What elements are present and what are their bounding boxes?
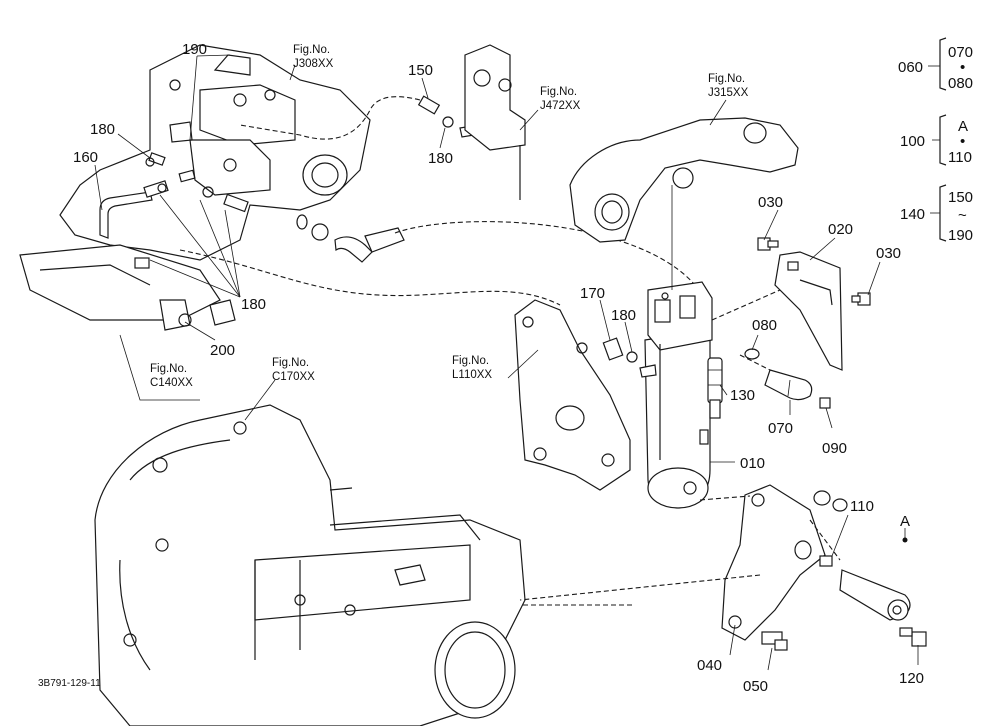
transmission-housing-drawing (94, 404, 526, 726)
fig-ref-c140-line2: C140XX (150, 377, 193, 389)
bolt-120 (899, 627, 927, 647)
lift-link-bracket-drawing (464, 44, 526, 200)
callout-120: 120 (899, 670, 924, 687)
lift-arm-drawing (569, 117, 799, 243)
snap-pin-180 (626, 351, 638, 363)
callout-180-left: 180 (90, 121, 115, 138)
legend-100-item-1: A (958, 118, 968, 135)
hose-line-main (394, 221, 706, 301)
legend-060-item-2: • (960, 59, 965, 76)
callout-180-bottom: 180 (241, 296, 266, 313)
pin-170 (602, 337, 624, 361)
fig-ref-j472-line1: Fig.No. (540, 86, 577, 98)
legend-140-item-3: 190 (948, 227, 973, 244)
fig-ref-j315-line1: Fig.No. (708, 73, 745, 85)
legend-140-item-1: 150 (948, 189, 973, 206)
fig-ref-j308-line1: Fig.No. (293, 44, 330, 56)
callout-180-top: 180 (428, 150, 453, 167)
fig-ref-c140-line1: Fig.No. (150, 363, 187, 375)
leader-lines (94, 54, 919, 671)
callout-180-cylinder: 180 (611, 307, 636, 324)
callout-130: 130 (730, 387, 755, 404)
legend-braces (928, 37, 947, 242)
legend-100-item-2: • (960, 133, 965, 150)
callout-200: 200 (210, 342, 235, 359)
fig-ref-c170-line2: C170XX (272, 371, 315, 383)
fig-ref-j308-line2: J308XX (293, 58, 334, 70)
legend-140-key: 140 (900, 206, 925, 223)
lower-bracket-040-drawing (721, 484, 826, 641)
legend-100-item-3: 110 (948, 149, 972, 166)
callout-030-left: 030 (758, 194, 783, 211)
clip-180 (639, 364, 657, 378)
guard-bracket-020-drawing (774, 251, 843, 371)
callout-190: 190 (182, 41, 207, 58)
callout-050: 050 (743, 678, 768, 695)
ref-a-dot (902, 537, 908, 543)
callout-090: 090 (822, 440, 847, 457)
hydraulic-valve-block-drawing (19, 44, 371, 331)
callout-040: 040 (697, 657, 722, 674)
pin-a-drawing (839, 569, 911, 621)
bolt-030-right (851, 292, 871, 306)
grease-nipple-110 (819, 555, 833, 567)
fig-ref-l110-line1: Fig.No. (452, 355, 489, 367)
hose-line-upper (239, 96, 421, 140)
fig-ref-j315-line2: J315XX (708, 87, 749, 99)
callout-010: 010 (740, 455, 765, 472)
document-code: 3B791-129-11 (38, 678, 101, 689)
legend-140-item-2: ~ (958, 207, 967, 224)
legend-060-item-3: 080 (948, 75, 973, 92)
washer-a (813, 490, 831, 506)
callout-170: 170 (580, 285, 605, 302)
valve-fittings-drawing (99, 95, 475, 269)
hose-line-lower (179, 249, 561, 306)
callout-110: 110 (850, 498, 874, 515)
callout-a: A (900, 513, 910, 530)
callout-150: 150 (408, 62, 433, 79)
bolt-090 (819, 397, 831, 409)
bolt-050 (761, 631, 788, 651)
callout-070: 070 (768, 420, 793, 437)
callout-160: 160 (73, 149, 98, 166)
pin-070-drawing (764, 369, 813, 401)
hydraulic-cylinder-drawing (644, 185, 713, 509)
washer-b (832, 498, 848, 512)
fig-ref-j472-line2: J472XX (540, 100, 581, 112)
fig-ref-c170-line1: Fig.No. (272, 357, 309, 369)
hose-fitting-130-drawing (707, 357, 723, 419)
collar-080 (744, 348, 760, 360)
legend-060-item-1: 070 (948, 44, 973, 61)
mount-plate-l110-drawing (514, 299, 631, 491)
legend-100-key: 100 (900, 133, 925, 150)
callout-080: 080 (752, 317, 777, 334)
bolt-030-left (757, 237, 779, 251)
callout-030-right: 030 (876, 245, 901, 262)
assembly-guide-lines (519, 289, 841, 606)
fig-ref-l110-line2: L110XX (452, 369, 492, 381)
callout-020: 020 (828, 221, 853, 238)
legend-060-key: 060 (898, 59, 923, 76)
